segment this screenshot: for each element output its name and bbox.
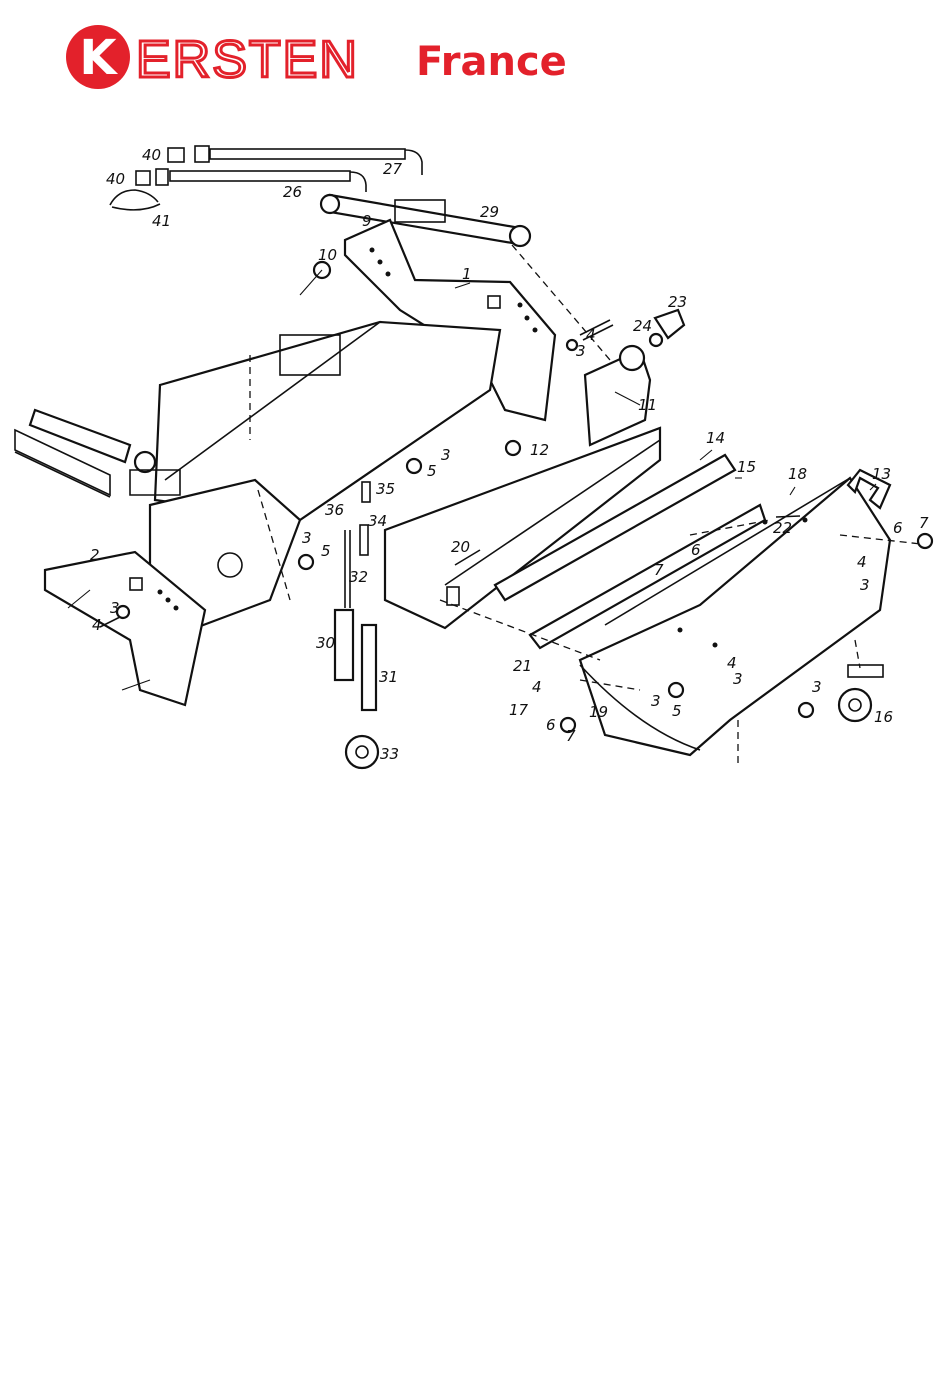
part-callout: 3 bbox=[441, 446, 451, 464]
castor-wheel-left bbox=[335, 610, 378, 768]
part-callout: 21 bbox=[513, 657, 532, 675]
part-callout: 3 bbox=[576, 342, 586, 360]
part-callout: 6 bbox=[546, 716, 556, 734]
part-callout: 26 bbox=[283, 183, 302, 201]
part-callout: 29 bbox=[480, 203, 499, 221]
part-callout: 20 bbox=[451, 538, 470, 556]
part-callout: 9 bbox=[362, 212, 372, 230]
part-callout: 7 bbox=[654, 561, 664, 579]
part-callout: 30 bbox=[316, 634, 335, 652]
part-callout: 4 bbox=[532, 678, 542, 696]
part-callout: 27 bbox=[383, 160, 403, 178]
part-callout: 12 bbox=[530, 441, 549, 459]
part-callout: 7 bbox=[919, 514, 929, 532]
part-callout: 18 bbox=[788, 465, 807, 483]
part-callout: 6 bbox=[893, 519, 903, 537]
part-callout: 19 bbox=[589, 703, 608, 721]
part-callout: 23 bbox=[668, 293, 687, 311]
part-callout: 3 bbox=[110, 599, 120, 617]
part-callout: 31 bbox=[379, 668, 398, 686]
part-callout: 15 bbox=[737, 458, 756, 476]
part-callout: 7 bbox=[566, 727, 576, 745]
part-callout: 14 bbox=[706, 429, 725, 447]
exploded-parts-diagram: 4027402629419101232443113121451513183536… bbox=[0, 100, 950, 780]
part-callout: 32 bbox=[349, 568, 368, 586]
part-callout: 3 bbox=[860, 576, 870, 594]
part-callout: 40 bbox=[106, 170, 125, 188]
logo-letter: K bbox=[79, 30, 118, 86]
part-callout: 5 bbox=[321, 542, 331, 560]
part-callout: 33 bbox=[380, 745, 399, 763]
part-callout: 40 bbox=[142, 146, 161, 164]
part-callout: 11 bbox=[638, 396, 657, 414]
part-callout: 5 bbox=[672, 702, 682, 720]
part-callout: 24 bbox=[633, 317, 652, 335]
part-callout: 34 bbox=[368, 512, 387, 530]
part-callout: 41 bbox=[152, 212, 171, 230]
logo-region: France bbox=[416, 39, 566, 85]
part-callout: 6 bbox=[691, 541, 701, 559]
part-callout: 4 bbox=[92, 616, 102, 634]
part-callout: 1 bbox=[462, 265, 472, 283]
part-callout: 4 bbox=[586, 326, 596, 344]
part-callout: 17 bbox=[509, 701, 529, 719]
part-callout: 35 bbox=[376, 480, 395, 498]
part-callout: 13 bbox=[872, 465, 891, 483]
part-callout: 3 bbox=[651, 692, 661, 710]
part-callout: 36 bbox=[325, 501, 344, 519]
part-callout: 3 bbox=[812, 678, 822, 696]
part-callout: 16 bbox=[874, 708, 893, 726]
part-callout: 22 bbox=[773, 519, 792, 537]
part-callout: 10 bbox=[318, 246, 337, 264]
part-callout: 2 bbox=[90, 546, 100, 564]
part-callout: 3 bbox=[733, 670, 743, 688]
part-callout: 4 bbox=[857, 553, 867, 571]
kersten-logo: K ERSTEN France bbox=[66, 22, 566, 92]
part-callout: 5 bbox=[427, 462, 437, 480]
logo-wordmark: ERSTEN bbox=[136, 31, 359, 89]
part-callout: 3 bbox=[302, 529, 312, 547]
